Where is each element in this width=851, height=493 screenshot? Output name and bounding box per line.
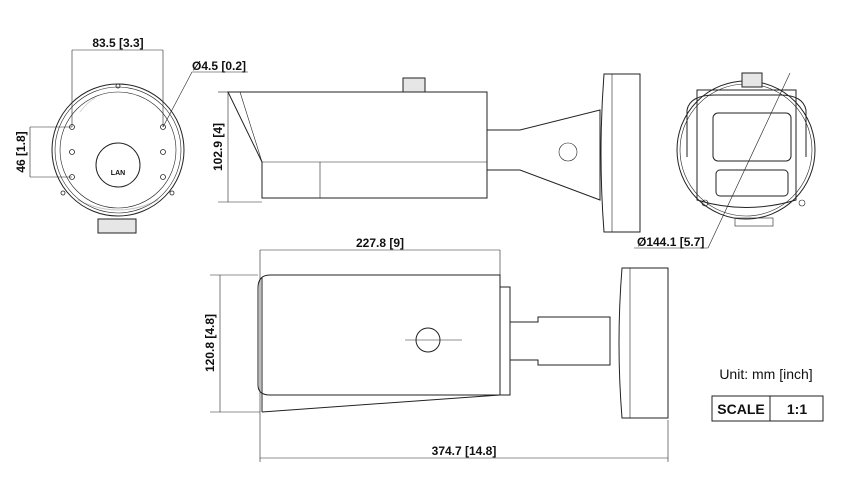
dim-body-length: 227.8 [9] — [356, 236, 404, 250]
camera-bottom-view — [257, 267, 669, 419]
scale-label: SCALE — [717, 401, 764, 417]
unit-text: Unit: mm [inch] — [719, 366, 812, 382]
dim-body-width: 120.8 [4.8] — [203, 314, 217, 372]
scale-value: 1:1 — [787, 401, 807, 417]
dim-body-height: 102.9 [4] — [211, 123, 225, 171]
dim-front-diameter: Ø144.1 [5.7] — [637, 235, 704, 249]
dim-total-length: 374.7 [14.8] — [432, 444, 497, 458]
camera-front-view — [676, 72, 816, 227]
dim-hole-spacing-h: 83.5 [3.3] — [92, 36, 143, 50]
dim-hole-spacing-v: 46 [1.8] — [14, 131, 28, 172]
camera-side-view — [227, 73, 641, 233]
scale-table: SCALE 1:1 — [711, 395, 824, 422]
dim-hole-diameter: Ø4.5 [0.2] — [192, 59, 246, 73]
mount-back-view: LAN — [51, 83, 185, 234]
lan-label: LAN — [111, 170, 125, 177]
